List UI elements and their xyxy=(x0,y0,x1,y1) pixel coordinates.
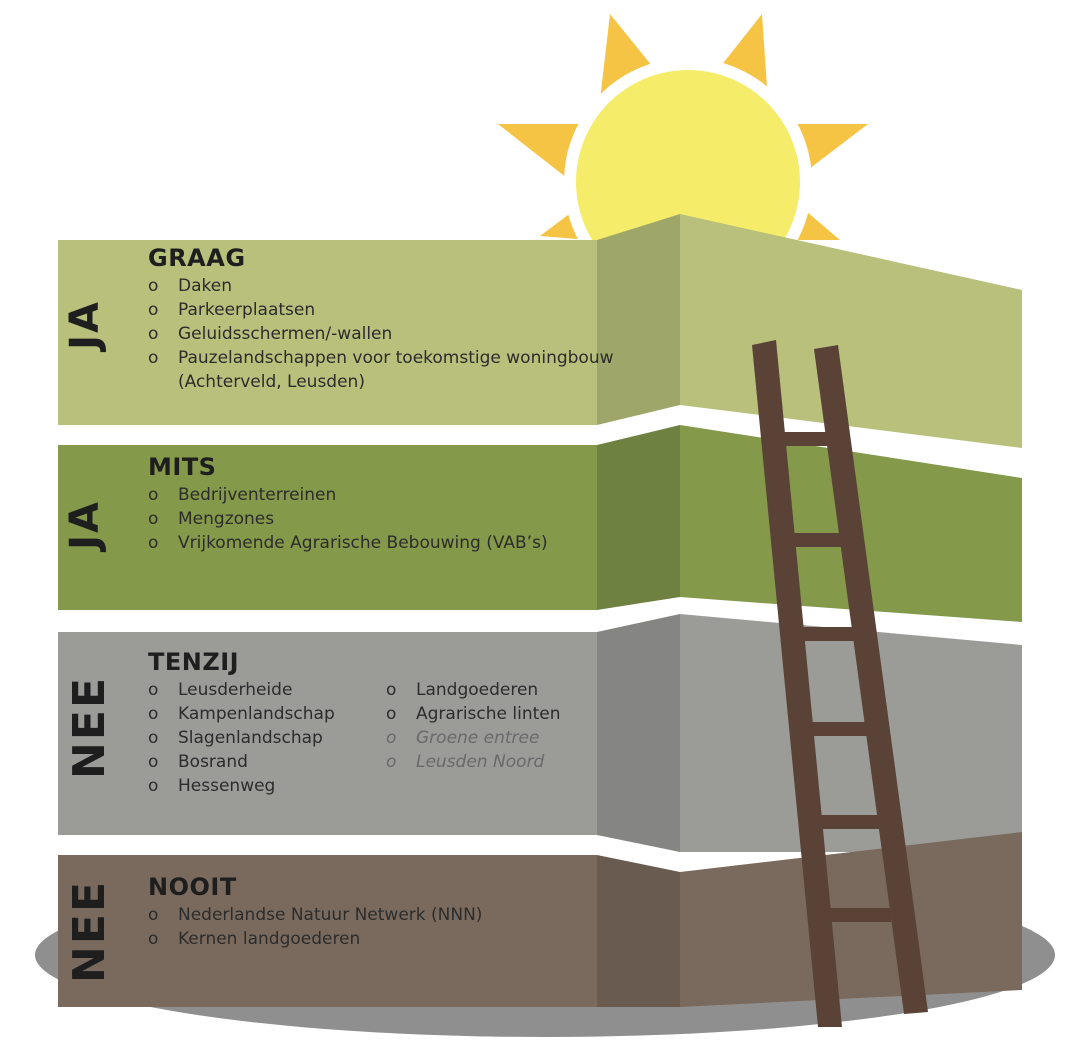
vab-text: Vrijkomende Agrarische Bebouwing (VAB’s) xyxy=(178,533,548,553)
side-label-graag: JA xyxy=(62,300,108,350)
heading-graag: GRAAG xyxy=(148,244,246,272)
layer-nooit xyxy=(58,832,1022,1007)
side-label-tenzij: NEE xyxy=(64,676,115,779)
heading-nooit: NOOIT xyxy=(148,873,237,901)
side-label-mits: JA xyxy=(62,500,108,550)
side-label-nooit: NEE xyxy=(64,880,115,983)
pauzelandschappen-text: Pauzelandschappen voor toekomstige wonin… xyxy=(178,348,614,392)
ladder-icon xyxy=(752,340,928,1027)
heading-mits: MITS xyxy=(148,453,217,481)
heading-tenzij: TENZIJ xyxy=(148,648,240,676)
